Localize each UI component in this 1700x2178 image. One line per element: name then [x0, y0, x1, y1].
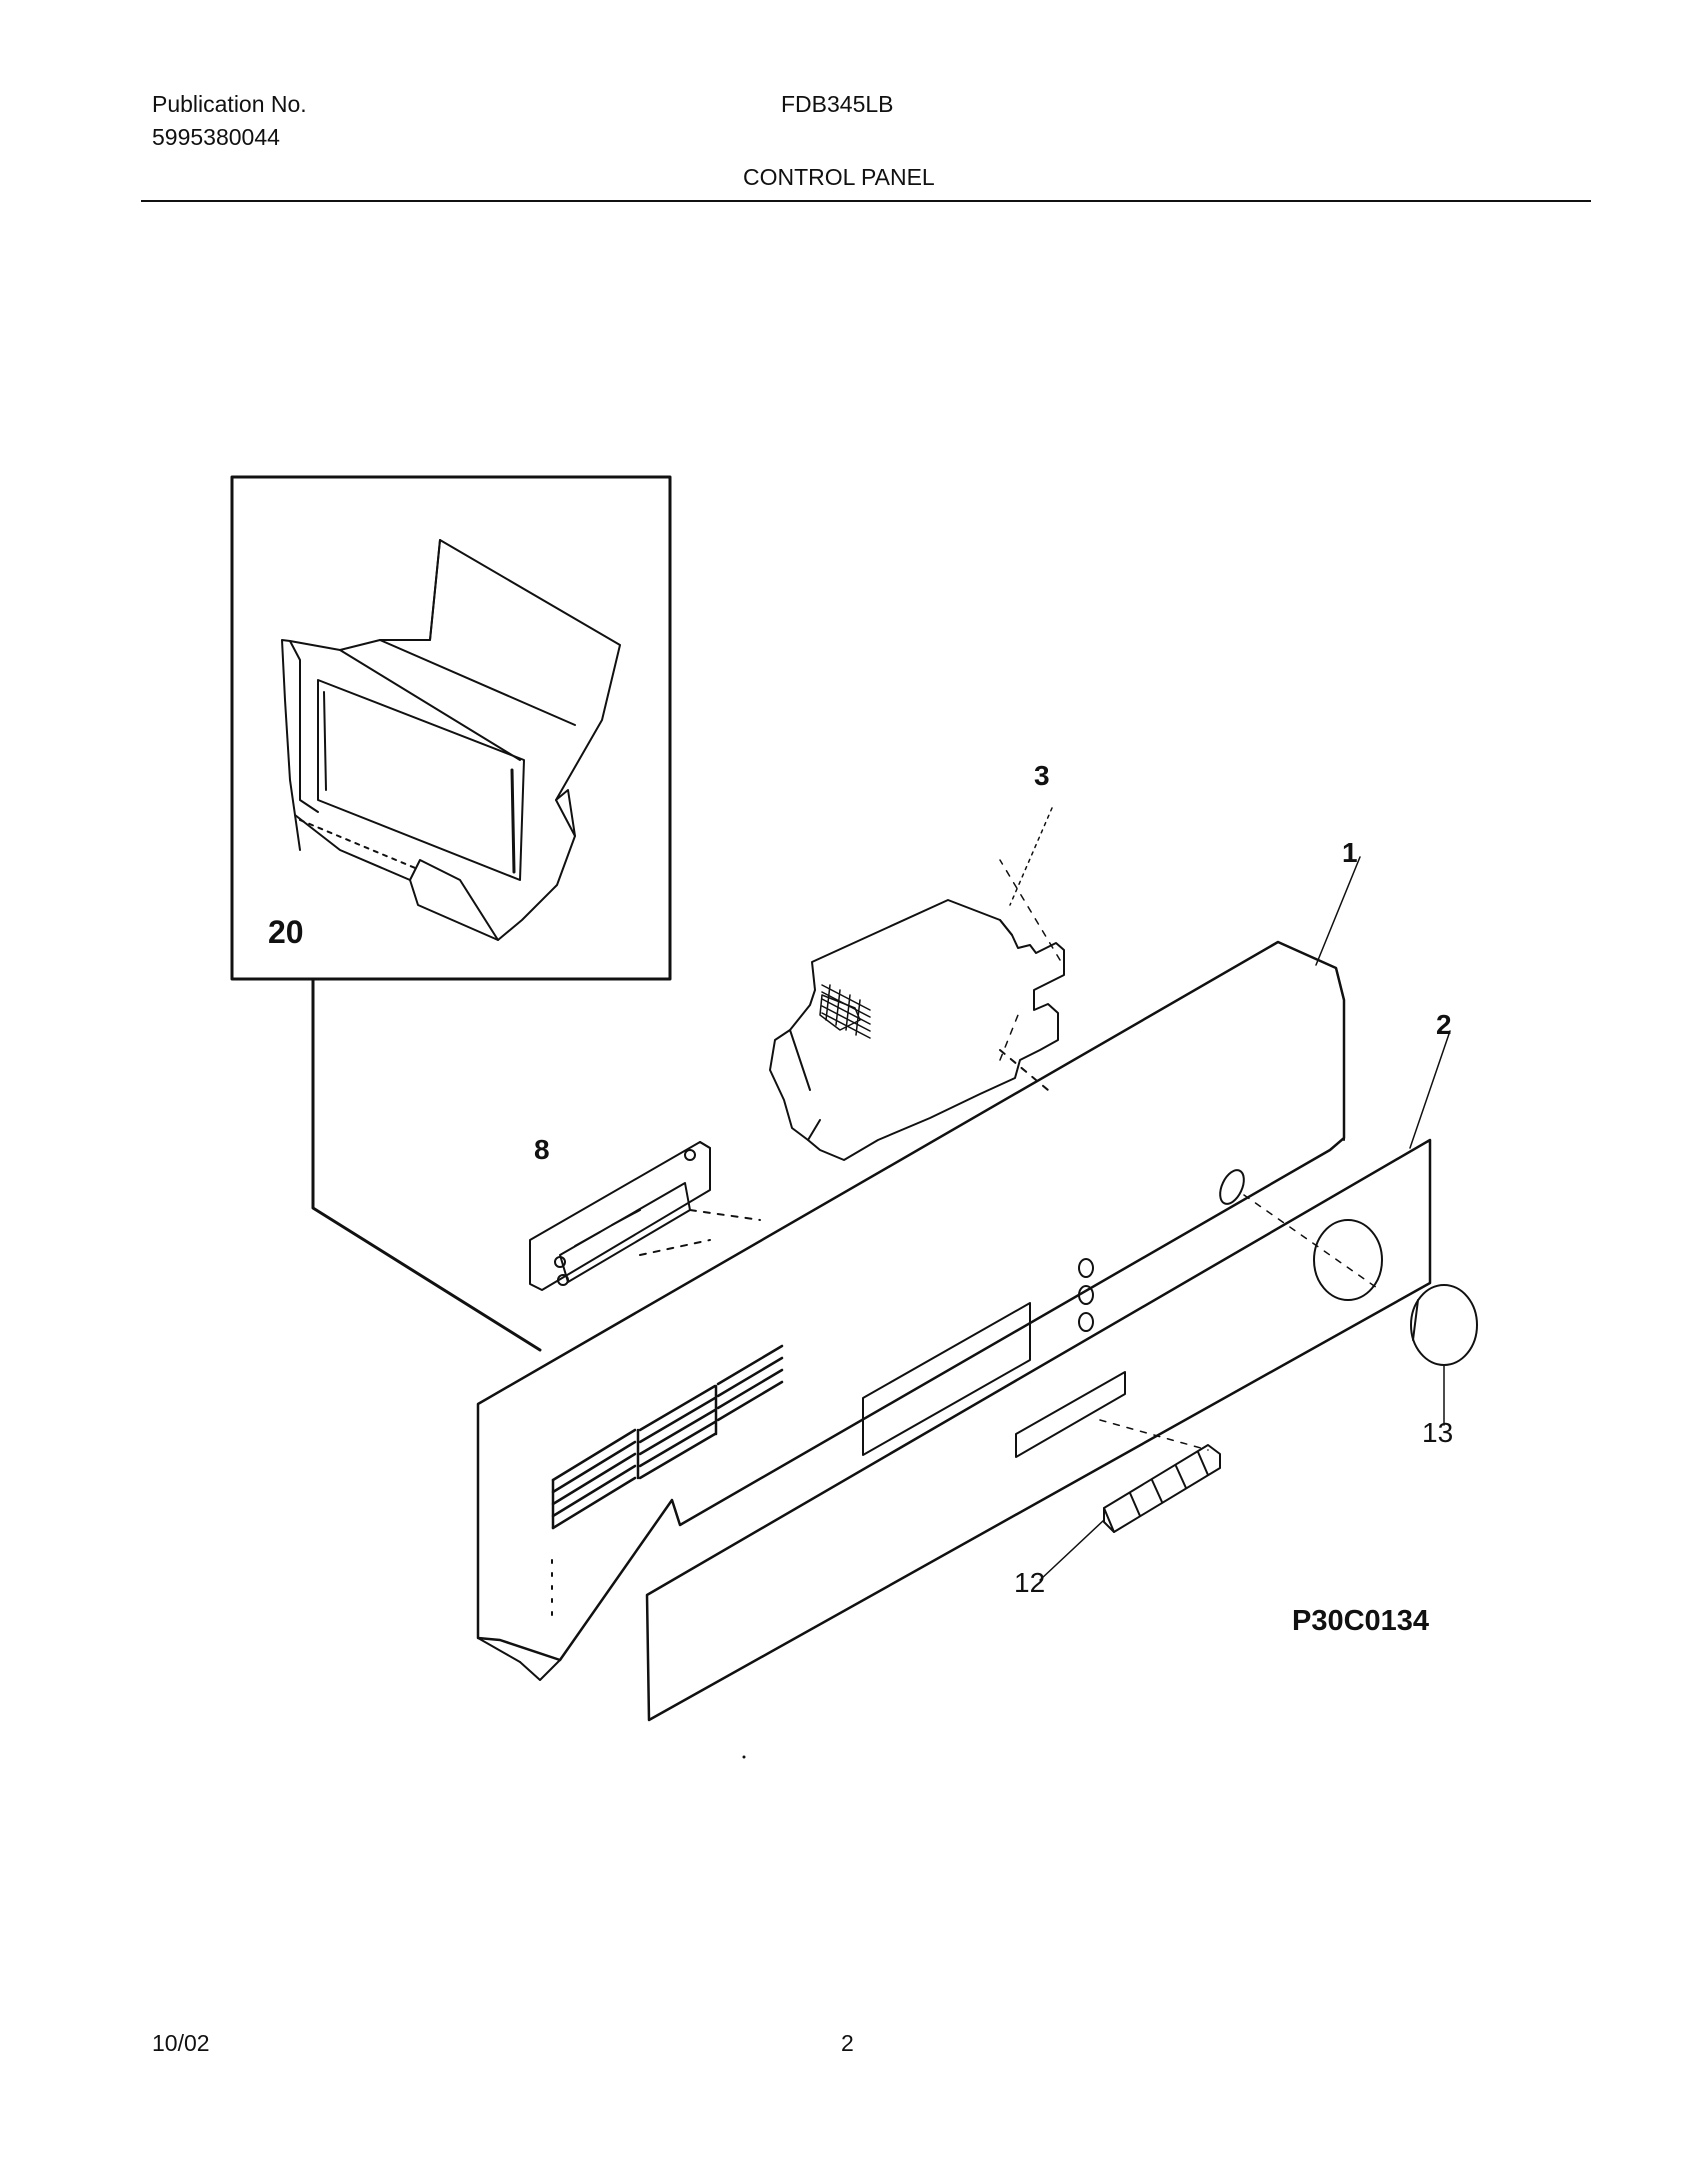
control-overlay [645, 1138, 1432, 1722]
callout-1: 1 [1342, 837, 1358, 868]
publication-label: Publication No. [152, 91, 307, 117]
footer-date: 10/02 [152, 2030, 210, 2056]
callout-2: 2 [1436, 1009, 1452, 1040]
inset-callout-20: 20 [268, 914, 304, 950]
push-button-strip [1103, 1444, 1221, 1533]
callout-13: 13 [1422, 1417, 1453, 1448]
section-title: CONTROL PANEL [743, 164, 935, 190]
inset-leader-line [311, 978, 542, 1352]
knob [1410, 1284, 1478, 1366]
inset-part-20: 20 [230, 475, 672, 981]
stray-dot [742, 1755, 746, 1759]
callout-8: 8 [534, 1134, 550, 1165]
callout-3: 3 [1034, 760, 1050, 791]
inset-module-drawing [281, 539, 621, 941]
control-board [769, 899, 1065, 1161]
inset-frame [230, 475, 672, 981]
switch-component [529, 1141, 761, 1291]
header-rule [141, 200, 1591, 202]
callout-12: 12 [1014, 1567, 1045, 1598]
drawing-id: P30C0134 [1292, 1605, 1429, 1637]
assembly-lines [999, 859, 1381, 1451]
control-panel-body [476, 940, 1346, 1681]
publication-number: 5995380044 [152, 124, 280, 150]
page-number: 2 [841, 2030, 854, 2056]
model-number: FDB345LB [781, 91, 894, 117]
leader-lines [1009, 807, 1451, 1581]
